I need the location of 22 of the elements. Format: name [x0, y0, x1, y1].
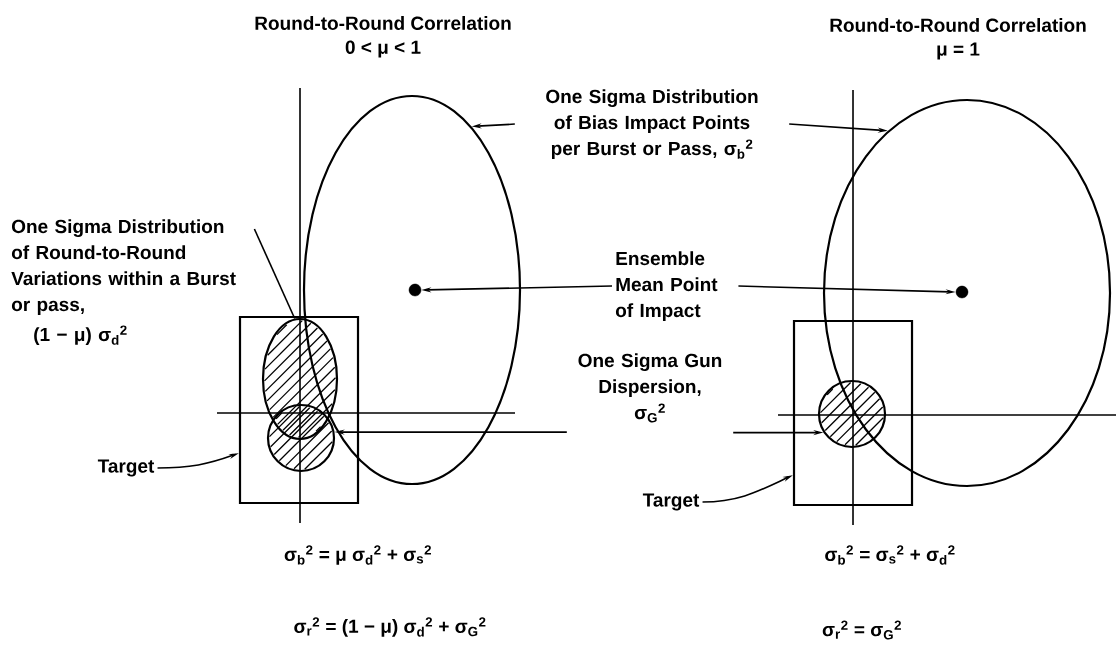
- formula: σ$_{b}$$^{2}$ = σ$_{s}$$^{2}$ + σ$_{d}$2: [825, 545, 955, 565]
- callout-text: One Sigma Distribution of Round-to-Round Variations within a Burst or pass, (1 − μ) σ$_{d}$2: [11, 219, 236, 345]
- callout-text: One Sigma Gun Dispersion, σ$_{G}$2: [578, 353, 722, 423]
- callout-text: Target: [97, 459, 155, 477]
- formula: σ$_{r}$$^{2}$ = σ$_{G}$2: [822, 620, 901, 640]
- hatched-circle: [266, 403, 336, 473]
- target-box: [238, 315, 360, 505]
- heading: Round-to-Round Correlation: [255, 16, 511, 30]
- heading: μ = 1: [937, 42, 980, 60]
- formula: σ$_{r}$$^{2}$ = (1 − μ) σ$_{d}$$^{2}$ + σ$_{G}$2: [294, 617, 486, 637]
- heading: 0 < μ < 1: [345, 40, 421, 58]
- hatched-circle: [817, 379, 887, 449]
- formula: σ$_{b}$$^{2}$ = μ σ$_{d}$$^{2}$ + σ$_{s}$2: [284, 545, 431, 565]
- leader-line: [253, 228, 296, 320]
- target-box: [792, 319, 914, 507]
- callout-text: One Sigma Distribution of Bias Impact Points per Burst or Pass, σ$_{b}$2: [546, 89, 758, 159]
- distribution-ellipse: [302, 94, 522, 486]
- callout-text: Target: [642, 493, 700, 511]
- heading: Round-to-Round Correlation: [830, 18, 1086, 32]
- callout-text: Ensemble Mean Point of Impact: [615, 251, 718, 321]
- distribution-ellipse: [822, 98, 1112, 488]
- hatched-ellipse: [261, 317, 339, 441]
